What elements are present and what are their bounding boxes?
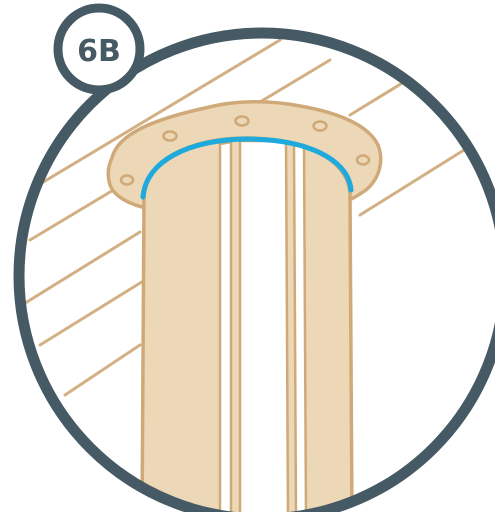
fastener-holes (119, 115, 371, 186)
deck-line (38, 278, 147, 347)
deck-line (20, 230, 142, 307)
post-highlight-strip (292, 141, 308, 512)
screw-hole-icon (162, 130, 178, 142)
post-highlight-strip (238, 139, 290, 512)
screw-hole-icon (355, 154, 371, 166)
step-badge-label: 6B (77, 34, 121, 69)
detail-frame (13, 27, 495, 512)
screw-hole-icon (312, 120, 328, 132)
post-highlight-strip (218, 140, 233, 512)
sealant-bead (140, 136, 354, 200)
step-badge: 6B (53, 3, 145, 95)
step-badge-circle (53, 3, 145, 95)
screw-hole-icon (234, 115, 250, 127)
deck-line (28, 38, 282, 192)
screw-hole-icon (119, 174, 135, 186)
post-highlights (218, 139, 308, 512)
deck-line (63, 343, 142, 397)
deck-line (358, 138, 482, 217)
